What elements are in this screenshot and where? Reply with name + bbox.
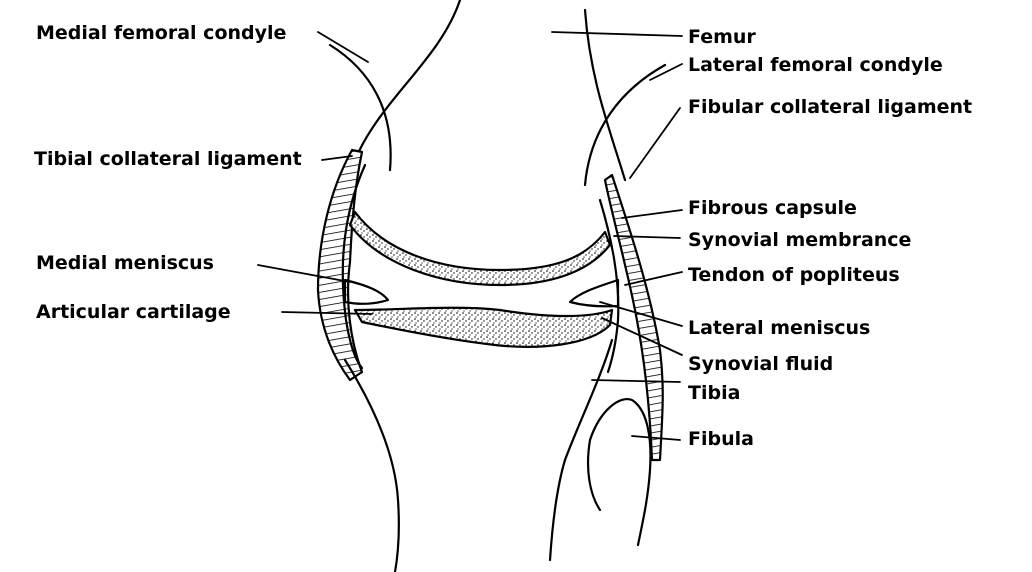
- tibial-collateral-ligament: [316, 148, 364, 382]
- femoral-articular-cartilage: [348, 210, 612, 287]
- leader-synovial-membrane: [613, 235, 681, 239]
- fibula-outline: [588, 397, 652, 547]
- leader-lateral-femoral-condyle: [649, 63, 683, 81]
- label-tibial-collateral-ligament: Tibial collateral ligament: [34, 148, 302, 170]
- leader-articular-cartilage: [281, 311, 373, 315]
- leader-fibrous-capsule: [621, 209, 683, 219]
- tibial-articular-cartilage: [353, 306, 614, 348]
- label-articular-cartilage: Articular cartilage: [36, 301, 231, 323]
- medial-meniscus: [343, 278, 390, 305]
- label-lateral-meniscus: Lateral meniscus: [688, 317, 871, 339]
- leader-tendon-of-popliteus: [624, 271, 683, 286]
- lateral-meniscus: [568, 278, 620, 308]
- fibula-inner: [586, 438, 602, 512]
- label-tibia: Tibia: [688, 382, 741, 404]
- leader-fibula: [631, 435, 681, 441]
- label-synovial-membrane: Synovial membrance: [688, 229, 912, 251]
- label-femur: Femur: [688, 26, 756, 48]
- synovial-membrane-lateral: [598, 198, 620, 374]
- lateral-condyle-curve: [583, 63, 667, 187]
- tibia-lateral-outline: [548, 338, 614, 562]
- label-lateral-femoral-condyle: Lateral femoral condyle: [688, 54, 943, 76]
- leader-femur: [551, 31, 683, 37]
- label-fibular-collateral-ligament: Fibular collateral ligament: [688, 96, 973, 118]
- label-fibula: Fibula: [688, 428, 754, 450]
- label-synovial-fluid: Synovial fluid: [688, 353, 834, 375]
- leader-tibial-collateral-ligament: [321, 155, 353, 161]
- leader-synovial-fluid: [601, 317, 683, 356]
- tibia-medial-outline: [343, 358, 400, 572]
- label-tendon-of-popliteus: Tendon of popliteus: [688, 264, 900, 286]
- medial-condyle-curve: [328, 43, 392, 172]
- leader-medial-meniscus: [257, 264, 351, 283]
- leader-fibular-collateral-ligament: [629, 107, 681, 179]
- femur-medial-outline: [353, 0, 462, 162]
- label-medial-femoral-condyle: Medial femoral condyle: [36, 22, 287, 44]
- leader-lateral-meniscus: [599, 301, 683, 327]
- femur-lateral-outline: [583, 8, 627, 182]
- label-fibrous-capsule: Fibrous capsule: [688, 197, 857, 219]
- leader-medial-femoral-condyle: [317, 31, 369, 63]
- lateral-capsule-band: [603, 173, 664, 462]
- label-medial-meniscus: Medial meniscus: [36, 252, 214, 274]
- leader-tibia: [591, 379, 681, 383]
- synovial-membrane-medial: [341, 163, 367, 370]
